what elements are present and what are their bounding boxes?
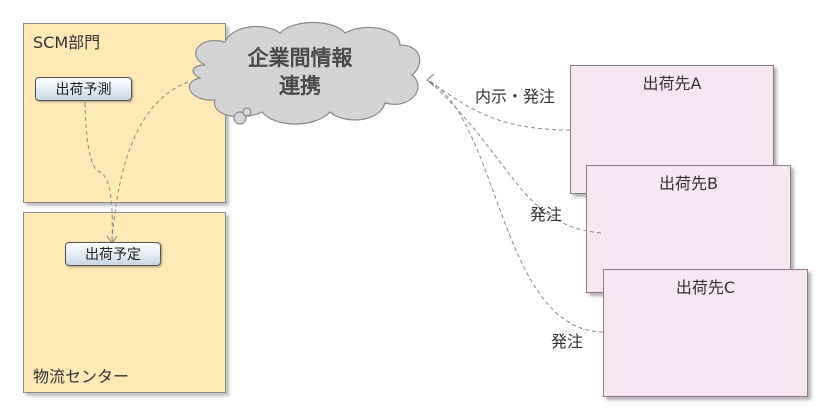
edge-cloud-to-plan (111, 81, 189, 243)
scm-zone-label: SCM部門 (33, 33, 101, 52)
arrowhead-icon (426, 73, 435, 87)
destination-a-label: 出荷先A (642, 74, 702, 93)
destination-c-label: 出荷先C (675, 278, 736, 297)
edge-a-to-cloud (427, 79, 571, 131)
edge-b-to-cloud (427, 79, 602, 234)
edge-forecast-to-plan (84, 102, 113, 243)
cloud-label: 企業間情報 連携 (215, 44, 385, 100)
edge-label-b: 発注 (530, 205, 563, 224)
logistics-zone-label: 物流センター (33, 367, 130, 386)
edge-label-c: 発注 (551, 332, 584, 351)
cloud-label-line2: 連携 (279, 74, 321, 98)
edge-label-a: 内示・発注 (475, 87, 556, 106)
destination-b-label: 出荷先B (659, 174, 718, 193)
scm-zone: SCM部門 (23, 23, 226, 203)
node-shipping-plan[interactable]: 出荷予定 (65, 242, 161, 266)
cloud-shape (188, 21, 421, 125)
logistics-zone: 物流センター (23, 212, 226, 393)
node-shipping-forecast[interactable]: 出荷予測 (35, 77, 132, 101)
cloud-label-line1: 企業間情報 (247, 46, 353, 70)
edge-c-to-cloud (427, 79, 604, 333)
destination-c: 出荷先C (603, 269, 808, 397)
